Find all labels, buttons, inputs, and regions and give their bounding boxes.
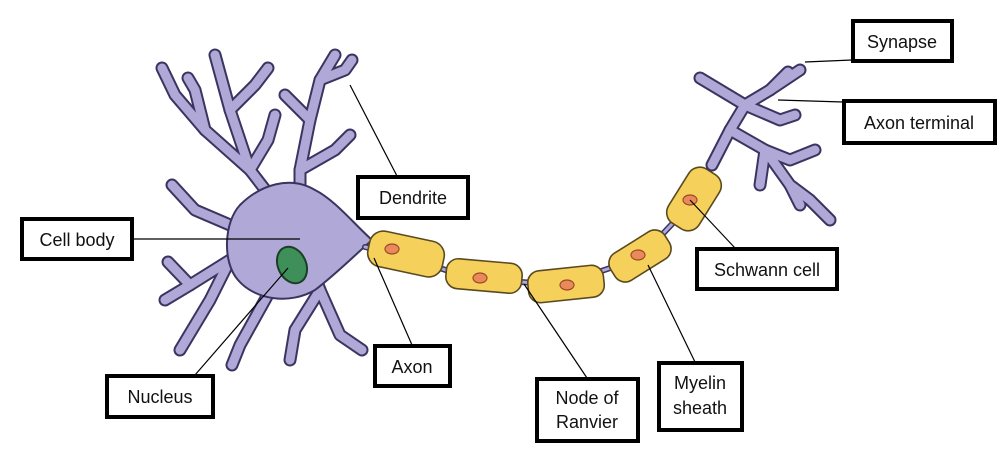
cell-body-shape — [226, 181, 373, 300]
label-axon: Axon — [373, 344, 452, 388]
myelin-segment — [526, 264, 606, 304]
label-myelin-sheath-line2: sheath — [673, 398, 727, 418]
label-axon-terminal-text: Axon terminal — [864, 113, 974, 133]
leader-synapse — [804, 59, 853, 63]
myelin-segment — [366, 230, 446, 278]
axon-terminal-shape — [693, 63, 837, 227]
myelin-segment — [608, 229, 672, 283]
leader-myelin-sheath — [647, 264, 696, 363]
leader-node-of-ranvier — [523, 283, 588, 379]
myelin-segment — [445, 257, 523, 295]
label-schwann-cell-text: Schwann cell — [714, 260, 820, 280]
myelin-sheath-segments — [366, 166, 723, 304]
label-node-of-ranvier-line1: Node of — [555, 388, 619, 408]
leader-schwann-cell — [689, 199, 736, 249]
label-cell-body-text: Cell body — [39, 230, 114, 250]
leader-axon-terminal — [777, 99, 844, 103]
leader-lines — [132, 59, 853, 379]
leader-axon — [373, 257, 413, 346]
nucleus-shape — [275, 245, 309, 285]
leader-nucleus — [194, 267, 289, 376]
label-dendrite: Dendrite — [356, 175, 470, 220]
label-myelin-sheath: Myelin sheath — [657, 361, 744, 432]
label-synapse-text: Synapse — [867, 32, 937, 52]
label-dendrite-text: Dendrite — [379, 188, 447, 208]
label-cell-body: Cell body — [20, 217, 134, 261]
leader-dendrite — [349, 84, 398, 177]
label-myelin-sheath-line1: Myelin — [674, 373, 726, 393]
label-node-of-ranvier: Node of Ranvier — [535, 377, 640, 443]
label-node-of-ranvier-line2: Ranvier — [556, 412, 618, 432]
label-axon-text: Axon — [391, 357, 432, 377]
label-nucleus: Nucleus — [105, 374, 215, 419]
label-nucleus-text: Nucleus — [127, 387, 192, 407]
label-synapse: Synapse — [851, 19, 954, 63]
label-axon-terminal: Axon terminal — [842, 99, 997, 145]
label-schwann-cell: Schwann cell — [695, 247, 839, 291]
